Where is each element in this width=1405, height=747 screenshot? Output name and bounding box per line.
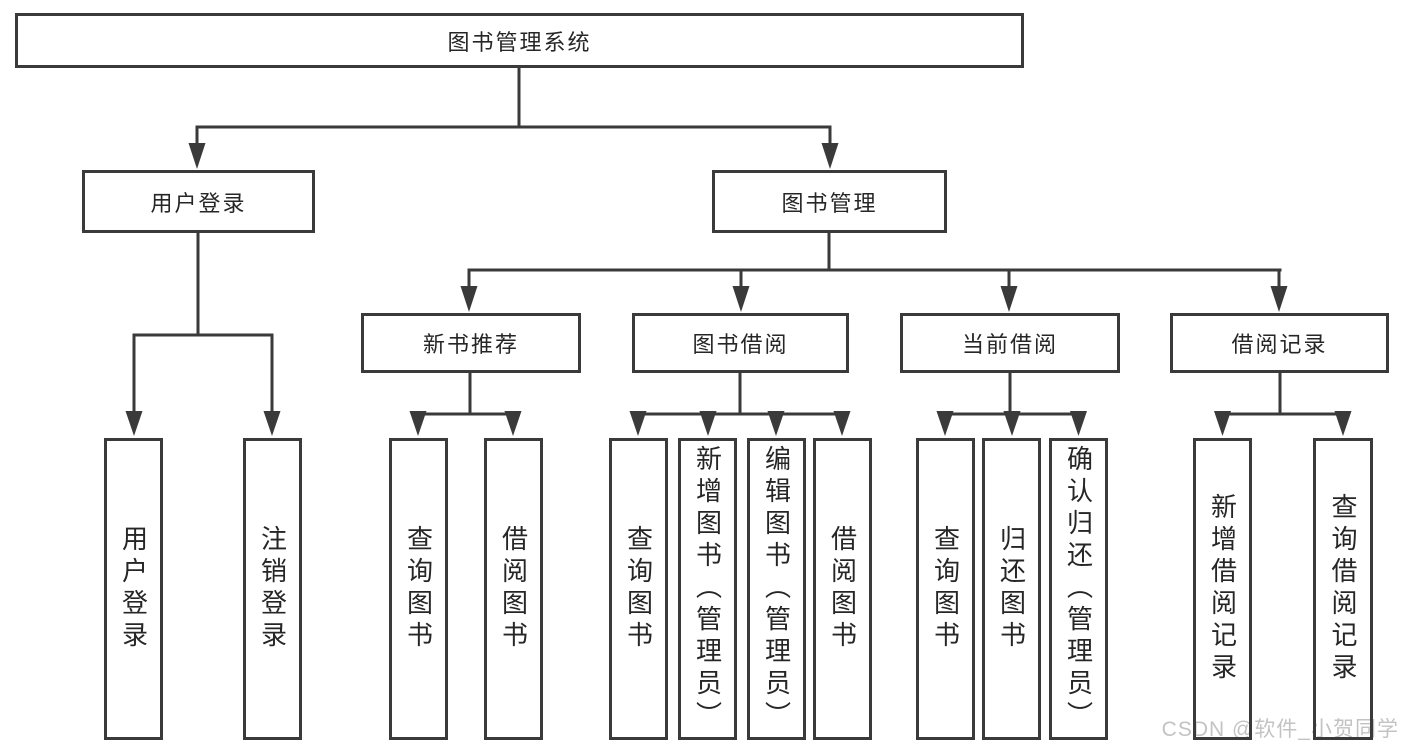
leaf-query-books-current-label: 查询图书 [930,525,961,653]
leaf-query-books-borrowing: 查询图书 [609,438,668,740]
leaf-query-borrow-record-label: 查询借阅记录 [1328,493,1358,685]
leaf-edit-books-admin-label: 编辑图书（管理员） [761,445,792,733]
leaf-user-login-label: 用户登录 [118,525,149,653]
current-borrowing-label: 当前借阅 [961,332,1058,357]
node-borrowing-records: 借阅记录 [1170,313,1389,373]
leaf-add-books-admin: 新增图书（管理员） [678,438,737,740]
leaf-query-borrow-record: 查询借阅记录 [1313,438,1373,740]
borrowing-records-label: 借阅记录 [1231,332,1328,357]
leaf-edit-books-admin: 编辑图书（管理员） [747,438,806,740]
leaf-user-login: 用户登录 [104,438,163,740]
leaf-logout: 注销登录 [243,438,302,740]
edge-new-book-recommendation-children [409,373,522,436]
edge-current-borrowing-children [936,373,1087,436]
leaf-logout-label: 注销登录 [257,525,288,653]
leaf-query-books-recommend-label: 查询图书 [403,525,434,653]
book-management-label: 图书管理 [781,190,878,216]
leaf-query-books-recommend: 查询图书 [389,438,448,740]
edge-borrowing-records-children [1214,373,1352,436]
leaf-add-borrow-record-label: 新增借阅记录 [1207,493,1238,685]
edge-book-management-children [460,233,1288,312]
leaf-borrow-books-borrowing: 借阅图书 [813,438,872,740]
leaf-query-books-borrowing-label: 查询图书 [623,525,654,653]
edge-root-to-level2 [188,68,839,169]
leaf-add-borrow-record: 新增借阅记录 [1193,438,1252,740]
leaf-query-books-current: 查询图书 [916,438,975,740]
leaf-borrow-books-recommend-label: 借阅图书 [498,525,529,653]
new-book-recommendation-label: 新书推荐 [422,332,519,357]
leaf-borrow-books-borrowing-label: 借阅图书 [827,525,858,653]
edge-book-borrowing-children [629,373,851,436]
node-current-borrowing: 当前借阅 [900,313,1120,373]
edge-user-login-children [125,233,281,436]
book-borrowing-label: 图书借阅 [692,332,789,357]
root-title-label: 图书管理系统 [447,29,592,55]
leaf-add-books-admin-label: 新增图书（管理员） [692,445,723,733]
leaf-confirm-return-admin: 确认归还（管理员） [1049,438,1108,740]
leaf-borrow-books-recommend: 借阅图书 [484,438,543,740]
node-book-management: 图书管理 [712,170,947,233]
node-user-login: 用户登录 [82,170,315,233]
user-login-label: 用户登录 [150,190,247,216]
watermark: CSDN @软件_小贺同学 [1161,718,1399,741]
node-book-borrowing: 图书借阅 [632,313,849,373]
node-new-book-recommendation: 新书推荐 [361,313,581,373]
leaf-confirm-return-admin-label: 确认归还（管理员） [1063,445,1094,733]
node-root-title: 图书管理系统 [15,13,1024,68]
leaf-return-books: 归还图书 [982,438,1041,740]
leaf-return-books-label: 归还图书 [996,525,1027,653]
